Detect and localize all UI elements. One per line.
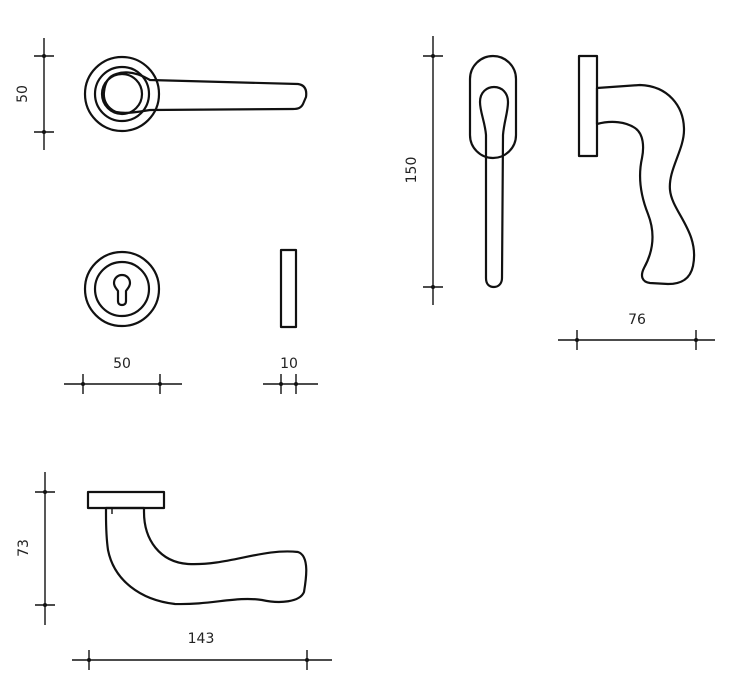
dim-label-50-vertical: 50 [15,85,31,103]
dim-label-73: 73 [16,539,32,557]
window-handle-side-view [577,54,696,286]
key-escutcheon-front-view [83,250,161,328]
dim-label-10: 10 [280,356,298,372]
lever-handle-side-view [86,490,308,606]
dim-label-76: 76 [628,312,646,328]
dimension-window-handle-height: 150 [404,36,443,305]
dimension-window-handle-projection: 76 [558,312,715,350]
dimension-lever-length: 143 [72,631,332,670]
dimension-lever-projection: 73 [16,472,55,625]
dimension-escutcheon-width: 50 [64,356,182,394]
escutcheon-side-view [279,248,298,329]
dimension-escutcheon-thickness: 10 [263,356,318,394]
dim-label-50-horizontal: 50 [113,356,131,372]
dimension-lever-rose-height: 50 [15,38,54,150]
window-handle-front-view [468,54,518,289]
lever-handle-front-view [83,55,308,133]
dim-label-150: 150 [404,157,420,184]
dim-label-143: 143 [188,631,215,647]
